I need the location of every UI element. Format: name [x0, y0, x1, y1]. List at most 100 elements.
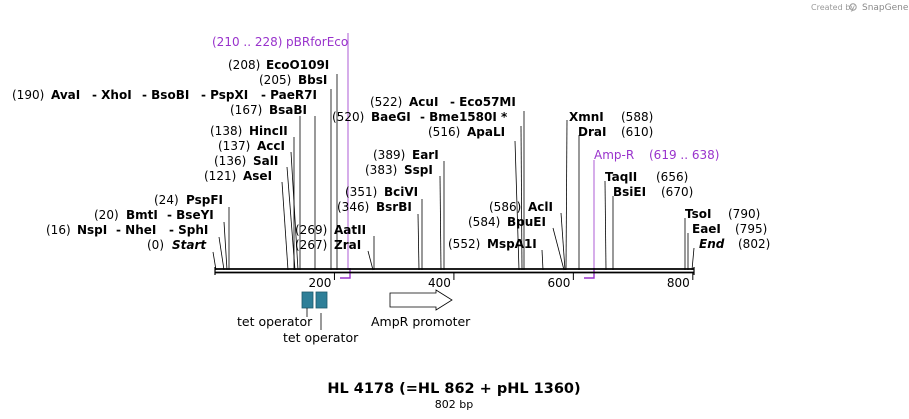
site-drai-pos: (610) — [621, 125, 653, 139]
site-sali-pos: (136) — [214, 154, 246, 168]
site-bsrbi: BsrBI — [376, 200, 412, 214]
site-ecoo109i: EcoO109I — [266, 58, 329, 72]
site-bmti-pos: (20) — [94, 208, 119, 222]
primer-ampr-mark — [584, 268, 595, 279]
primer-ampr-name: Amp-R — [594, 148, 634, 162]
site-start-pos: (0) — [147, 238, 164, 252]
tet-operator-box-1 — [301, 291, 314, 309]
site-bpuei-pos: (584) — [468, 215, 500, 229]
site-avai: AvaI — [51, 88, 80, 102]
site-eari-pos: (389) — [373, 148, 405, 162]
map-title: HL 4178 (=HL 862 + pHL 1360) — [327, 381, 580, 397]
leader-line-xmni — [565, 119, 568, 271]
site-mspa1i: MspA1I — [487, 237, 537, 251]
site-apali-pos: (516) — [428, 125, 460, 139]
site-eaei: EaeI — [692, 222, 721, 236]
feature-tet-operator-2-label: tet operator — [283, 330, 359, 345]
leader-line-sali — [286, 166, 296, 271]
leader-line-nspi — [218, 236, 225, 271]
leader-line-taqii — [604, 180, 607, 271]
leader-line-acci — [290, 151, 299, 271]
leader-line-apali — [514, 140, 520, 271]
site-sali: SalI — [253, 154, 278, 168]
site-aatii-pos: (269) — [295, 223, 327, 237]
tet-operator-box-2 — [315, 291, 328, 309]
ampr-promoter-arrow — [389, 289, 453, 311]
feature-ampr-promoter-label: AmpR promoter — [371, 314, 471, 329]
site-eari: EarI — [412, 148, 439, 162]
site-hincii-pos: (138) — [210, 124, 242, 138]
credit-brand: SnapGene — [862, 3, 909, 13]
site-zrai: ZraI — [334, 238, 361, 252]
leader-line-mspa1i — [541, 249, 544, 271]
site-bsiei-pos: (670) — [661, 185, 693, 199]
sequence-backbone — [214, 267, 695, 275]
site-acui-pos: (522) — [370, 95, 402, 109]
site-acci-pos: (137) — [218, 139, 250, 153]
site-hincii: HincII — [249, 124, 288, 138]
site-avai-pos: (190) — [12, 88, 44, 102]
site-drai: DraI — [578, 125, 606, 139]
site-bbsi: BbsI — [298, 73, 327, 87]
leader-line-zrai — [367, 250, 374, 271]
site-acli: AclI — [528, 200, 553, 214]
site-eco57mi: - Eco57MI — [450, 95, 516, 109]
leader-line-baegi — [520, 125, 523, 271]
site-sphi: - SphI — [169, 223, 208, 237]
site-ecoo109i-pos: (208) — [228, 58, 260, 72]
primer-pbrforeco-name: pBRforEco — [286, 35, 348, 49]
site-acli-pos: (586) — [489, 200, 521, 214]
site-xmni: XmnI — [569, 110, 604, 124]
axis-tick-label-200: 200 — [309, 276, 332, 290]
site-bmti: BmtI — [126, 208, 158, 222]
site-bme1580i: - Bme1580I * — [420, 110, 508, 124]
site-sspi-pos: (383) — [365, 163, 397, 177]
site-nhei: - NheI — [116, 223, 156, 237]
site-nspi: NspI — [77, 223, 107, 237]
map-length: 802 bp — [435, 398, 473, 411]
leader-line-asei — [281, 181, 289, 271]
features: tet operator tet operator AmpR promoter — [237, 289, 471, 345]
site-acci: AccI — [257, 139, 285, 153]
site-mspa1i-pos: (552) — [448, 237, 480, 251]
site-taqii: TaqII — [605, 170, 637, 184]
site-taqii-pos: (656) — [656, 170, 688, 184]
site-eaei-pos: (795) — [735, 222, 767, 236]
site-tsoi-pos: (790) — [728, 207, 760, 221]
site-pspfi-pos: (24) — [154, 193, 179, 207]
primer-marks — [340, 268, 595, 279]
site-labels: (210 .. 228) pBRforEco (208) EcoO109I (2… — [12, 35, 770, 252]
site-pspxi: - PspXI — [201, 88, 248, 102]
credit-text: Created by — [811, 3, 855, 12]
site-bsabi-pos: (167) — [230, 103, 262, 117]
axis-tick-label-600: 600 — [547, 276, 570, 290]
site-aatii: AatII — [334, 223, 366, 237]
site-paer7i: - PaeR7I — [261, 88, 317, 102]
site-bbsi-pos: (205) — [259, 73, 291, 87]
site-bsabi: BsaBI — [269, 103, 307, 117]
site-bcivi: BciVI — [384, 185, 418, 199]
leader-lines — [212, 33, 695, 271]
site-asei-pos: (121) — [204, 169, 236, 183]
leader-line-end — [691, 247, 695, 271]
site-tsoi: TsoI — [685, 207, 711, 221]
leader-line-acli — [560, 212, 566, 271]
site-pspfi: PspFI — [186, 193, 223, 207]
site-bsobi: - BsoBI — [142, 88, 189, 102]
site-xhoi: - XhoI — [92, 88, 132, 102]
site-bsiei: BsiEI — [613, 185, 646, 199]
leader-line-bpuei — [552, 227, 565, 271]
site-nspi-pos: (16) — [46, 223, 71, 237]
primer-pbrforeco-pos: (210 .. 228) — [212, 35, 282, 49]
leader-line-bsrbi — [417, 213, 420, 271]
snapgene-logo-icon — [849, 3, 857, 11]
site-bpuei: BpuEI — [507, 215, 546, 229]
leader-line-bmti — [223, 221, 228, 271]
site-zrai-pos: (267) — [295, 238, 327, 252]
site-bcivi-pos: (351) — [345, 185, 377, 199]
axis-tick-label-400: 400 — [428, 276, 451, 290]
feature-tet-operator-1-label: tet operator — [237, 314, 313, 329]
site-sspi: SspI — [404, 163, 433, 177]
